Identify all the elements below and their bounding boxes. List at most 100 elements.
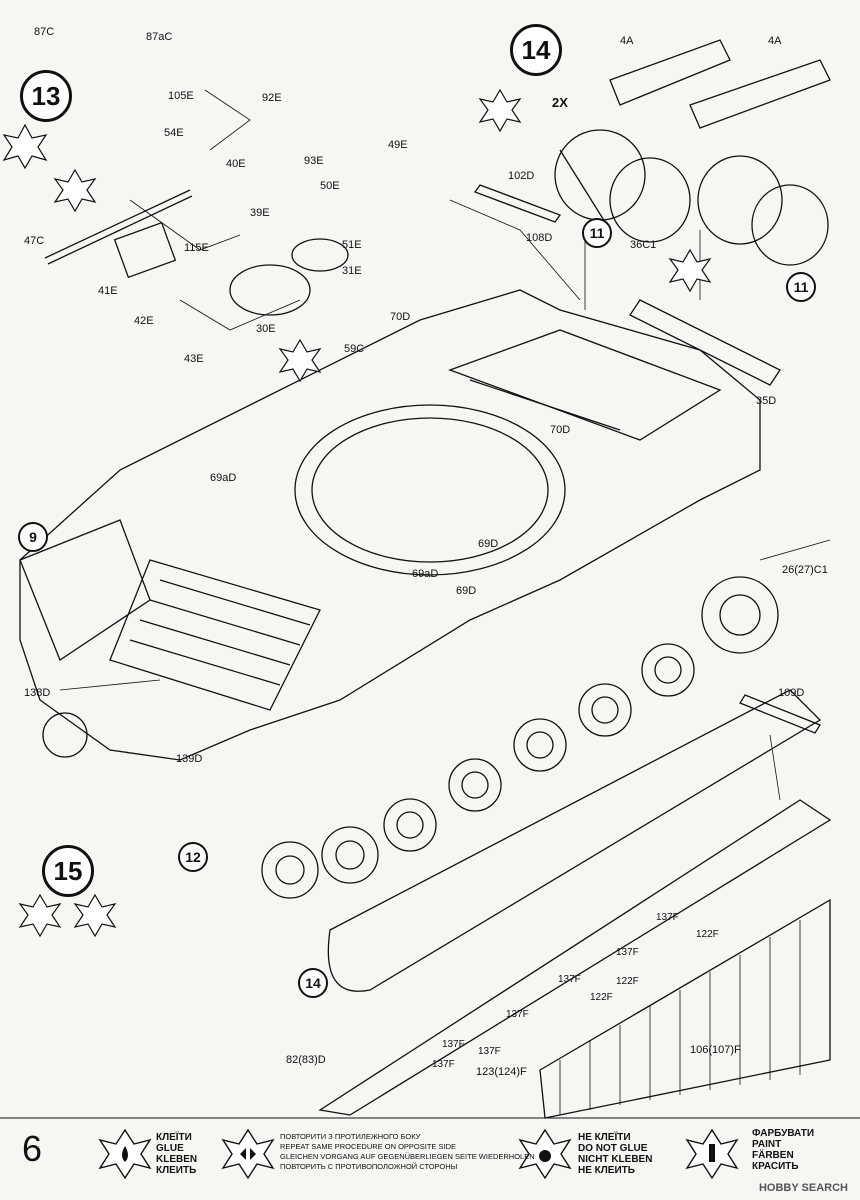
step-12-marker: 12 (178, 842, 208, 872)
part-label: 69aD (412, 568, 439, 580)
road-wheels (42, 576, 779, 899)
part-label: 47C (24, 235, 45, 247)
legend-paint-en: PAINT (752, 1139, 782, 1150)
grille-35D (629, 299, 781, 386)
legend-repeat-de: GLEICHEN VORGANG AUF GEGENÜBERLIEGEN SEI… (280, 1152, 535, 1161)
part-label: 42E (134, 315, 154, 327)
legend-repeat-en: REPEAT SAME PROCEDURE ON OPPOSITE SIDE (280, 1142, 457, 1151)
repeat-star-icon (478, 88, 522, 133)
legend-glue-en: GLUE (156, 1143, 184, 1154)
paint-star-icon (53, 168, 97, 213)
step-15-badge: 15 (42, 845, 94, 897)
part-label: 59C (344, 343, 365, 355)
legend-noglue-ru: НЕ КЛЕИТЬ (578, 1165, 635, 1176)
hull-outline (19, 289, 761, 761)
step-14-badge: 14 (510, 24, 562, 76)
part-label: 51E (342, 239, 362, 251)
legend-noglue-de: NICHT KLEBEN (578, 1154, 653, 1165)
part-label: 41E (98, 285, 118, 297)
legend-glue-de: KLEBEN (156, 1154, 198, 1165)
legend-noglue-en: DO NOT GLUE (578, 1143, 648, 1154)
repeat-2x-label: 2X (552, 95, 568, 110)
legend-glue-ru: КЛЕИТЬ (156, 1165, 197, 1176)
part-109D (739, 694, 821, 734)
legend-glue-ua: КЛЕЇТИ (156, 1132, 192, 1143)
part-label: 137F (616, 947, 639, 958)
part-label: 138D (24, 687, 51, 699)
rear-deck (448, 329, 722, 441)
track-links-a (609, 39, 731, 106)
part-102D (473, 184, 562, 223)
part-label: 82(83)D (286, 1054, 326, 1066)
part-label: 93E (304, 155, 324, 167)
callout-stars (2, 88, 712, 938)
part-label: 137F (558, 974, 581, 985)
part-label: 31E (342, 265, 362, 277)
part-label: 39E (250, 207, 270, 219)
paint-star-icon (668, 248, 712, 293)
side-armor-panels (539, 898, 831, 1119)
step-11-marker: 11 (582, 218, 612, 248)
symbol-legend: КЛЕЇТИ GLUE KLEBEN КЛЕИТЬ ПОВТОРИТИ З ПР… (0, 1112, 860, 1200)
legend-repeat-ru: ПОВТОРИТЬ С ПРОТИВОПОЛОЖНОЙ СТОРОНЫ (280, 1162, 458, 1171)
part-label: 122F (590, 992, 613, 1003)
part-label: 139D (176, 753, 203, 765)
part-label: 54E (164, 127, 184, 139)
part-label: 122F (696, 929, 719, 940)
step-11-marker: 11 (786, 272, 816, 302)
part-label: 70D (550, 424, 571, 436)
legend-noglue-ua: НЕ КЛЕЇТИ (578, 1132, 631, 1143)
part-label: 106(107)F (690, 1044, 741, 1056)
part-label: 105E (168, 90, 194, 102)
page-number: 6 (22, 1128, 43, 1169)
part-label: 69aD (210, 472, 237, 484)
part-label: 26(27)C1 (782, 564, 828, 576)
part-label: 4A (620, 35, 634, 47)
part-label: 50E (320, 180, 340, 192)
part-label: 35D (756, 395, 777, 407)
glue-star-icon (2, 123, 48, 170)
repeat-icon (221, 1128, 275, 1180)
side-skirt (318, 799, 832, 1116)
part-label: 87C (34, 26, 55, 38)
part-label: 108D (526, 232, 553, 244)
track-loop (327, 689, 822, 992)
part-label: 43E (184, 353, 204, 365)
part-label: 69D (456, 585, 477, 597)
glue-star-icon (18, 893, 62, 938)
part-label: 49E (388, 139, 408, 151)
paint-star-icon (278, 338, 322, 383)
part-label: 4A (768, 35, 782, 47)
part-label: 102D (508, 170, 535, 182)
step-14-marker: 14 (298, 968, 328, 998)
track-links-b (689, 59, 831, 129)
part-label: 69D (478, 538, 499, 550)
legend-paint-de: FÄRBEN (752, 1150, 794, 1161)
part-label: 115E (184, 242, 209, 254)
legend-paint-ua: ФАРБУВАТИ (752, 1128, 815, 1139)
part-label: 137F (432, 1059, 455, 1070)
part-label: 137F (506, 1009, 529, 1020)
part-label: 36C1 (630, 239, 657, 251)
watermark: HOBBY SEARCH (758, 1182, 848, 1194)
part-label: 109D (778, 687, 805, 699)
part-label: 40E (226, 158, 246, 170)
part-label: 123(124)F (476, 1066, 527, 1078)
part-label: 122F (616, 976, 639, 987)
part-label: 137F (478, 1046, 501, 1057)
part-label: 70D (390, 311, 411, 323)
turret-ring (294, 404, 566, 576)
part-label: 87aC (146, 31, 173, 43)
mg-assembly (44, 189, 349, 316)
repeat-star-icon (73, 893, 117, 938)
part-label: 30E (256, 323, 276, 335)
part-label: 92E (262, 92, 282, 104)
part-label: 137F (656, 912, 679, 923)
step-9-marker: 9 (18, 522, 48, 552)
legend-repeat-ua: ПОВТОРИТИ З ПРОТИЛЕЖНОГО БОКУ (280, 1132, 421, 1141)
engine-grille (109, 559, 321, 711)
step-13-badge: 13 (20, 70, 72, 122)
part-label: 137F (442, 1039, 465, 1050)
